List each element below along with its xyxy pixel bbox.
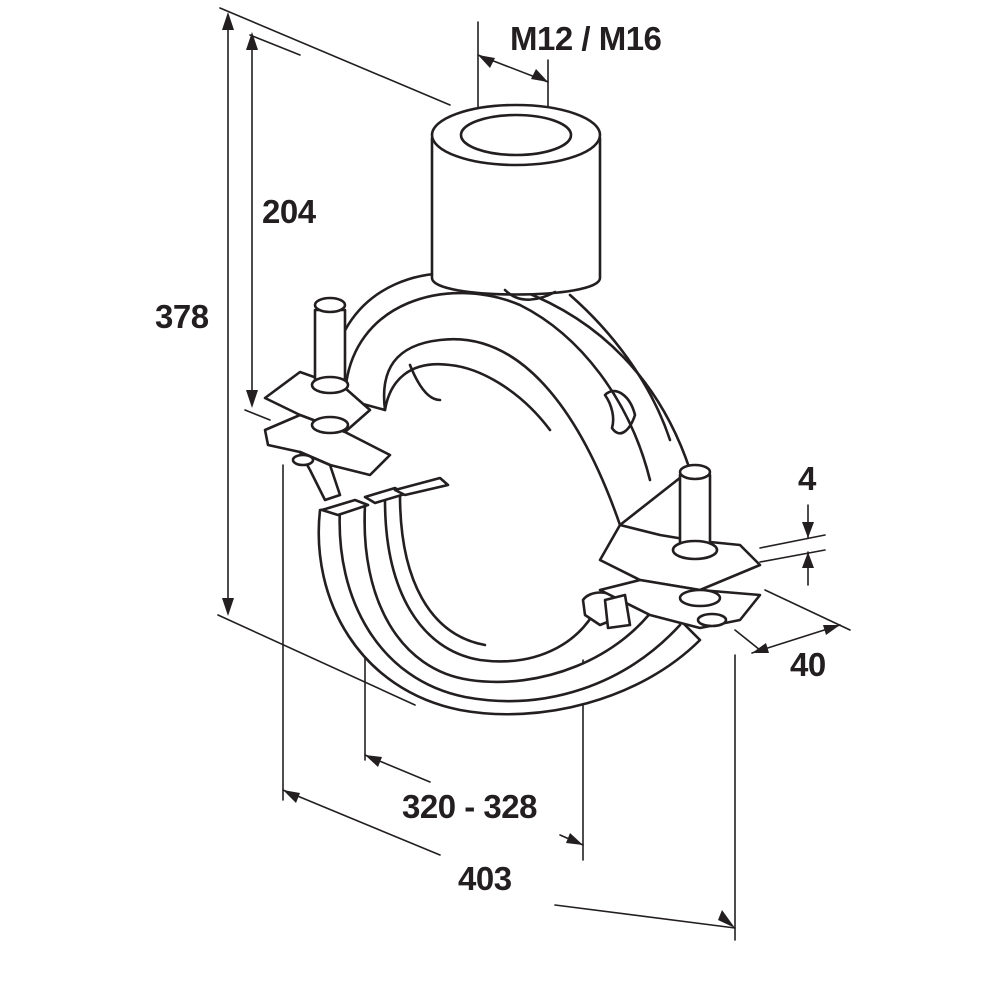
band-thickness-label: 4 — [798, 460, 816, 497]
fish-logo-icon — [603, 389, 637, 435]
threaded-socket — [430, 103, 602, 301]
band-width-label: 40 — [790, 646, 826, 683]
overall-height-label: 378 — [155, 298, 209, 335]
right-flange — [598, 463, 762, 630]
center-height-label: 204 — [262, 193, 316, 230]
left-flange — [263, 296, 392, 502]
clamp-ring — [317, 271, 702, 716]
overall-width-label: 403 — [458, 860, 512, 897]
pipe-range-label: 320 - 328 — [402, 788, 537, 825]
thread-size-label: M12 / M16 — [510, 20, 662, 57]
